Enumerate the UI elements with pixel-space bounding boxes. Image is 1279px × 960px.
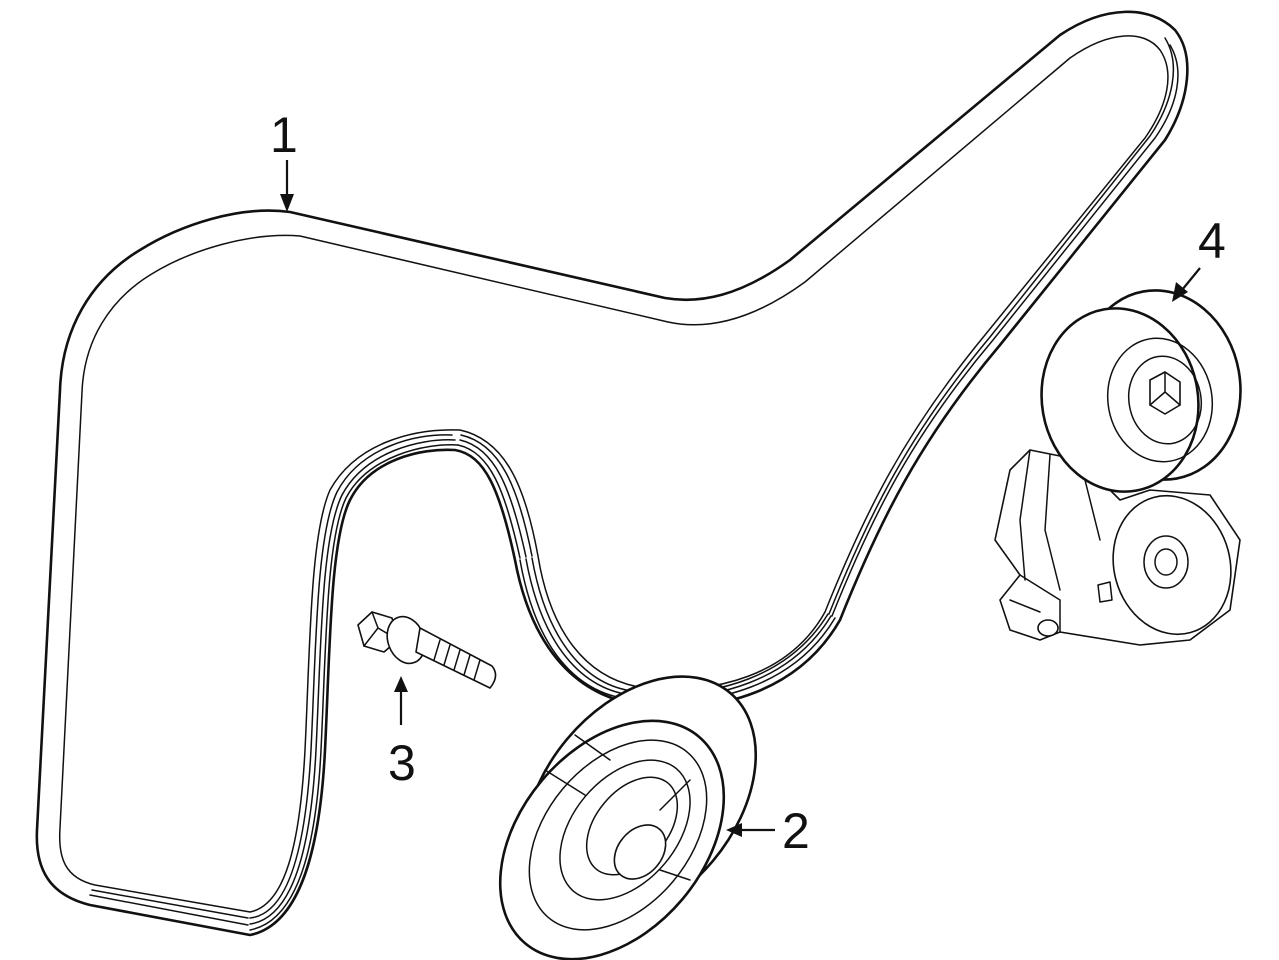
callout-3: 3 xyxy=(388,676,416,791)
bolt xyxy=(357,611,497,689)
callout-2: 2 xyxy=(726,803,810,859)
callout-1: 1 xyxy=(270,107,298,212)
callout-label-tensioner: 4 xyxy=(1198,213,1226,269)
callout-label-belt: 1 xyxy=(270,107,298,163)
idler-pulley xyxy=(498,675,758,960)
belt-tensioner xyxy=(994,289,1242,646)
callout-label-idler-pulley: 2 xyxy=(782,803,810,859)
callout-label-bolt: 3 xyxy=(388,735,416,791)
callout-4: 4 xyxy=(1172,213,1226,302)
